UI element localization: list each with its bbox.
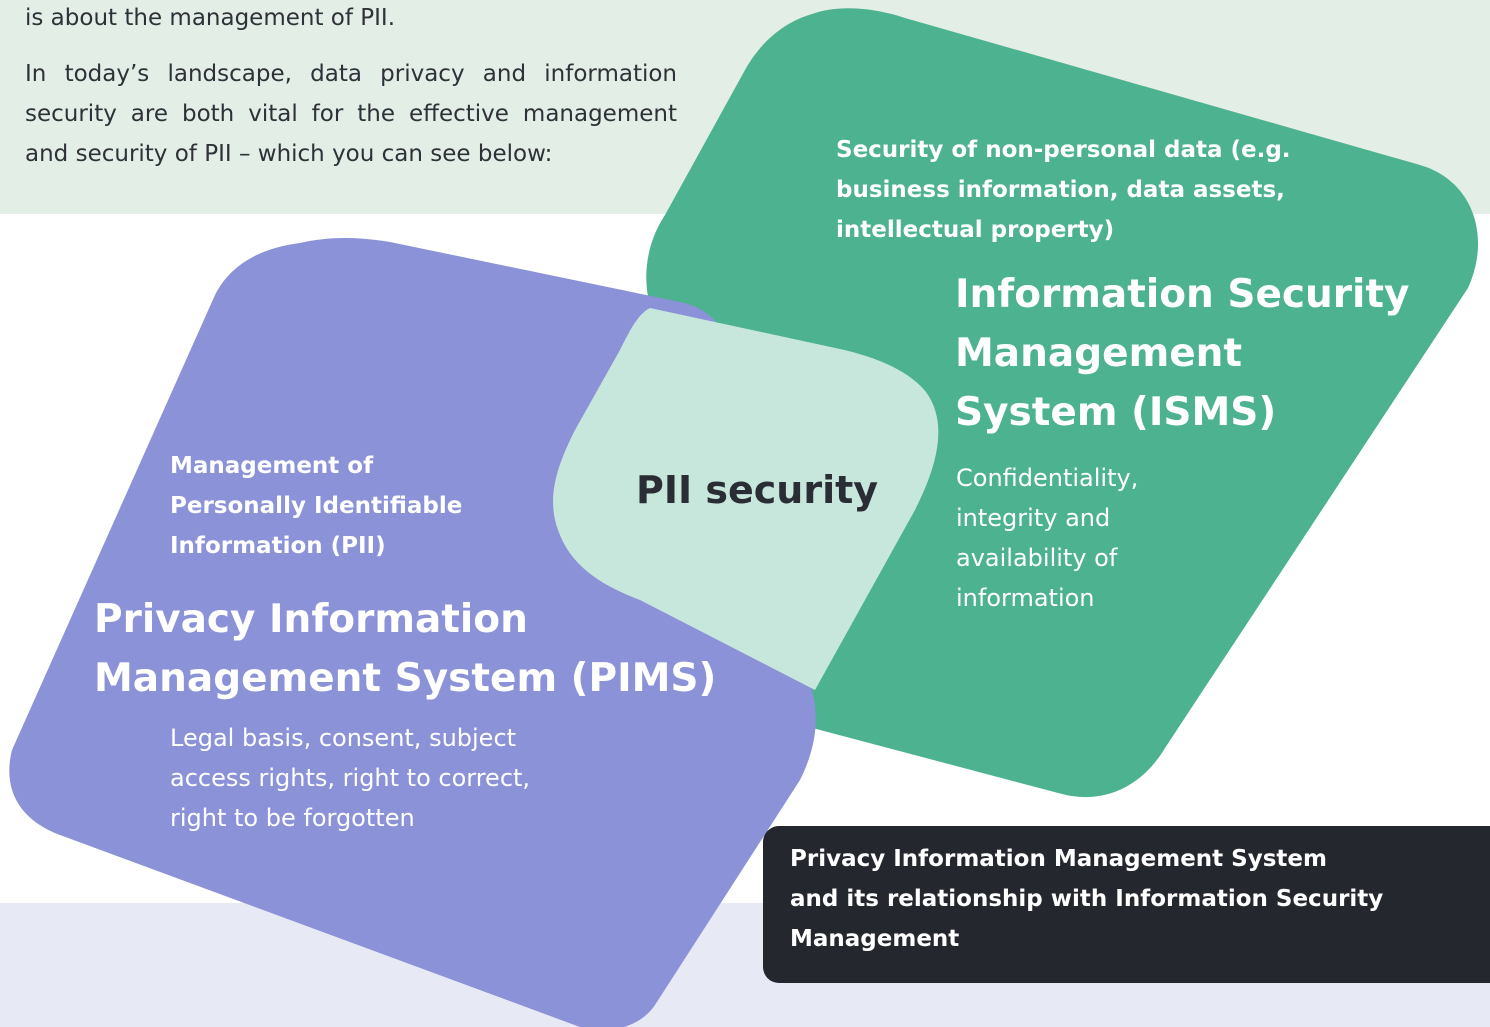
isms-title: Information Security Management System (… — [955, 265, 1409, 442]
pims-subtitle-line-1: Management of — [170, 453, 374, 479]
pims-desc-line-3: right to be forgotten — [170, 804, 415, 832]
pims-title-line-2: Management System (PIMS) — [94, 656, 717, 701]
pii-security-label: PII security — [636, 468, 879, 512]
caption-line-1: Privacy Information Management System — [790, 846, 1327, 872]
caption-line-3: Management — [790, 926, 960, 952]
pims-subtitle-line-3: Information (PII) — [170, 533, 386, 559]
pii-overlap-shape — [553, 308, 939, 690]
intro-line: is about the management of PII. — [25, 5, 396, 31]
caption-text: Privacy Information Management System an… — [790, 839, 1430, 959]
isms-subtitle: Security of non-personal data (e.g. busi… — [836, 137, 1291, 243]
pims-desc-line-2: access rights, right to correct, — [170, 764, 531, 792]
intro-paragraph: In today’s landscape, data privacy and i… — [25, 61, 677, 167]
pims-title: Privacy Information Management System (P… — [94, 590, 716, 708]
isms-desc-line-2: integrity and — [956, 504, 1111, 532]
isms-title-line-3: System (ISMS) — [955, 390, 1277, 435]
pims-title-line-1: Privacy Information — [94, 597, 528, 642]
isms-description: Confidentiality, integrity and availabil… — [956, 458, 1138, 618]
pims-desc-line-1: Legal basis, consent, subject — [170, 724, 517, 752]
isms-desc-line-3: availability of — [956, 544, 1118, 572]
isms-desc-line-1: Confidentiality, — [956, 464, 1139, 492]
isms-title-line-1: Information Security — [955, 272, 1410, 317]
pims-subtitle: Management of Personally Identifiable In… — [170, 446, 462, 566]
pims-subtitle-line-2: Personally Identifiable — [170, 493, 463, 519]
caption-line-2: and its relationship with Information Se… — [790, 886, 1384, 912]
pims-description: Legal basis, consent, subject access rig… — [170, 718, 530, 838]
isms-title-line-2: Management — [955, 331, 1243, 376]
isms-desc-line-4: information — [956, 584, 1095, 612]
caption-box: Privacy Information Management System an… — [763, 826, 1490, 983]
